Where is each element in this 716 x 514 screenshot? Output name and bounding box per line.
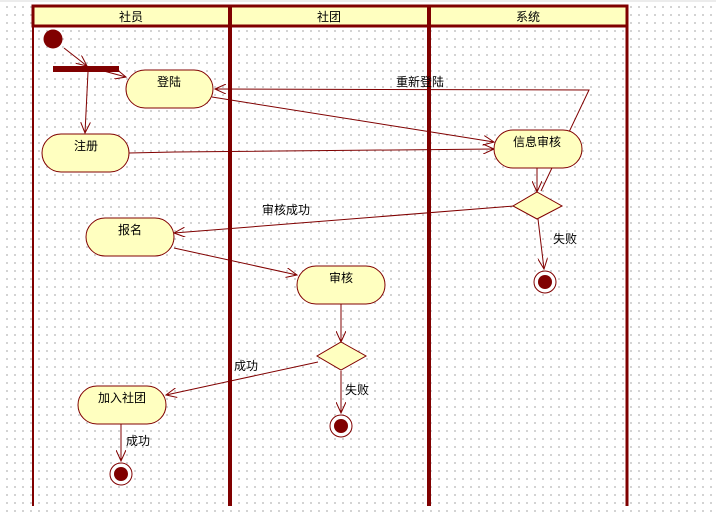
activity-signup[interactable]: 报名 bbox=[85, 217, 175, 257]
activity-verify-label: 信息审核 bbox=[513, 134, 561, 149]
lane-header-system: 系统 bbox=[516, 10, 540, 24]
edge-start-fork bbox=[63, 47, 87, 66]
activity-register-label: 注册 bbox=[74, 138, 98, 153]
decision-verify[interactable] bbox=[511, 191, 564, 220]
activity-login-label: 登陆 bbox=[157, 74, 181, 89]
edge-label-review-success: 成功 bbox=[234, 359, 258, 373]
edge-label-review-fail: 失败 bbox=[345, 382, 369, 397]
end-node-join[interactable] bbox=[109, 462, 133, 486]
end-node-verify-fail[interactable] bbox=[533, 270, 557, 294]
edge-review-success bbox=[166, 361, 319, 395]
fork-bar[interactable] bbox=[53, 66, 119, 72]
decision-review[interactable] bbox=[316, 341, 368, 371]
lane-header-club: 社团 bbox=[317, 9, 341, 24]
start-node[interactable] bbox=[43, 29, 63, 49]
edge-label-join-success: 成功 bbox=[126, 434, 150, 448]
edge-login-verify bbox=[211, 96, 494, 142]
activity-verify[interactable]: 信息审核 bbox=[493, 129, 583, 169]
lane-header-member: 社员 bbox=[119, 9, 143, 24]
activity-register[interactable]: 注册 bbox=[41, 133, 130, 173]
activity-review-label: 审核 bbox=[329, 270, 353, 285]
edge-verify-success bbox=[174, 205, 515, 233]
activity-signup-label: 报名 bbox=[118, 222, 142, 237]
edge-label-verify-success: 审核成功 bbox=[262, 202, 310, 217]
activity-review[interactable]: 审核 bbox=[296, 265, 386, 305]
activity-login[interactable]: 登陆 bbox=[125, 69, 214, 109]
top-strip bbox=[0, 0, 716, 2]
edge-label-verify-fail: 失败 bbox=[553, 231, 577, 246]
lane-headers: 社员 社团 系统 bbox=[31, 4, 629, 28]
end-node-review-fail[interactable] bbox=[329, 414, 353, 438]
edge-fork-register bbox=[85, 71, 88, 133]
activity-join[interactable]: 加入社团 bbox=[77, 385, 167, 425]
edge-register-verify bbox=[128, 149, 494, 153]
edge-label-relogin: 重新登陆 bbox=[396, 74, 444, 89]
activity-join-label: 加入社团 bbox=[98, 390, 146, 405]
edge-verify-fail bbox=[537, 218, 544, 269]
edge-signup-review bbox=[173, 247, 297, 275]
